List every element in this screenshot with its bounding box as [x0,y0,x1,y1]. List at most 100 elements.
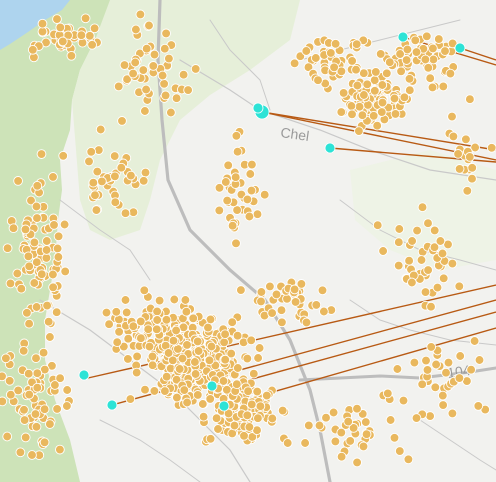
point-marker[interactable] [205,433,216,444]
point-marker[interactable] [58,150,69,161]
point-marker[interactable] [325,48,336,58]
point-marker[interactable] [160,386,170,396]
point-marker[interactable] [404,255,414,266]
point-marker[interactable] [141,84,151,95]
point-marker[interactable] [104,319,114,330]
point-marker[interactable] [8,223,19,234]
point-marker[interactable] [372,120,383,131]
point-marker[interactable] [188,313,199,324]
point-marker[interactable] [232,330,243,341]
point-marker[interactable] [354,126,364,136]
point-marker[interactable] [421,355,431,366]
point-marker[interactable] [110,197,121,208]
point-marker[interactable] [41,245,52,255]
point-marker[interactable] [20,224,31,235]
point-marker[interactable] [454,164,465,174]
point-marker[interactable] [138,65,149,75]
point-marker[interactable] [377,80,388,90]
point-marker[interactable] [139,285,150,296]
point-marker[interactable] [218,376,229,386]
point-marker[interactable] [38,347,49,358]
point-marker[interactable] [267,413,278,424]
point-marker[interactable] [432,282,443,293]
point-marker[interactable] [384,57,395,68]
point-marker[interactable] [2,431,13,442]
point-marker[interactable] [375,49,386,59]
point-marker[interactable] [256,296,266,307]
highlighted-marker[interactable] [218,400,230,412]
point-marker[interactable] [277,405,288,416]
point-marker[interactable] [90,190,100,201]
point-marker[interactable] [32,180,43,191]
point-marker[interactable] [246,399,257,410]
point-marker[interactable] [303,62,314,73]
point-marker[interactable] [31,257,42,268]
point-marker[interactable] [30,409,41,419]
point-marker[interactable] [123,333,134,344]
point-marker[interactable] [289,284,300,295]
point-marker[interactable] [220,354,231,365]
point-marker[interactable] [190,357,200,367]
point-marker[interactable] [151,324,162,335]
point-marker[interactable] [466,364,476,375]
point-marker[interactable] [86,146,97,157]
point-marker[interactable] [42,300,52,311]
point-marker[interactable] [136,333,146,344]
point-marker[interactable] [160,90,171,101]
point-marker[interactable] [319,306,329,317]
point-marker[interactable] [140,167,151,178]
point-marker[interactable] [407,236,417,246]
point-marker[interactable] [381,68,392,79]
point-marker[interactable] [31,353,41,364]
point-marker[interactable] [300,438,310,448]
point-marker[interactable] [271,289,282,300]
point-marker[interactable] [161,314,172,325]
point-marker[interactable] [144,20,154,31]
point-marker[interactable] [159,78,169,89]
point-marker[interactable] [29,278,40,288]
point-marker[interactable] [473,401,484,411]
point-marker[interactable] [352,457,362,468]
point-marker[interactable] [120,295,131,305]
point-marker[interactable] [440,46,450,56]
point-marker[interactable] [167,355,178,366]
point-marker[interactable] [393,260,404,271]
point-marker[interactable] [154,295,165,306]
point-marker[interactable] [178,69,189,80]
point-marker[interactable] [301,46,312,56]
point-marker[interactable] [447,111,457,122]
point-marker[interactable] [110,171,120,182]
point-marker[interactable] [128,207,139,218]
point-marker[interactable] [330,38,341,49]
point-marker[interactable] [426,342,437,352]
point-marker[interactable] [27,450,37,460]
point-marker[interactable] [345,436,356,446]
point-marker[interactable] [161,28,171,39]
point-marker[interactable] [31,201,42,212]
point-marker[interactable] [393,237,404,248]
point-marker[interactable] [4,375,15,386]
point-marker[interactable] [358,68,369,79]
point-marker[interactable] [236,285,246,295]
point-marker[interactable] [62,401,72,411]
point-marker[interactable] [467,173,477,184]
point-marker[interactable] [443,357,454,368]
point-marker[interactable] [182,340,192,350]
point-marker[interactable] [12,268,23,279]
point-marker[interactable] [394,224,405,234]
point-marker[interactable] [144,341,155,352]
point-marker[interactable] [22,307,32,318]
point-marker[interactable] [289,58,300,69]
point-marker[interactable] [232,205,242,215]
point-marker[interactable] [427,82,438,93]
point-marker[interactable] [301,317,312,328]
point-marker[interactable] [253,353,263,363]
point-marker[interactable] [206,341,217,352]
point-marker[interactable] [116,162,127,173]
point-marker[interactable] [321,412,331,423]
point-marker[interactable] [407,277,417,288]
point-marker[interactable] [26,195,36,206]
point-marker[interactable] [372,220,383,231]
point-marker[interactable] [101,307,112,318]
point-marker[interactable] [227,317,238,328]
